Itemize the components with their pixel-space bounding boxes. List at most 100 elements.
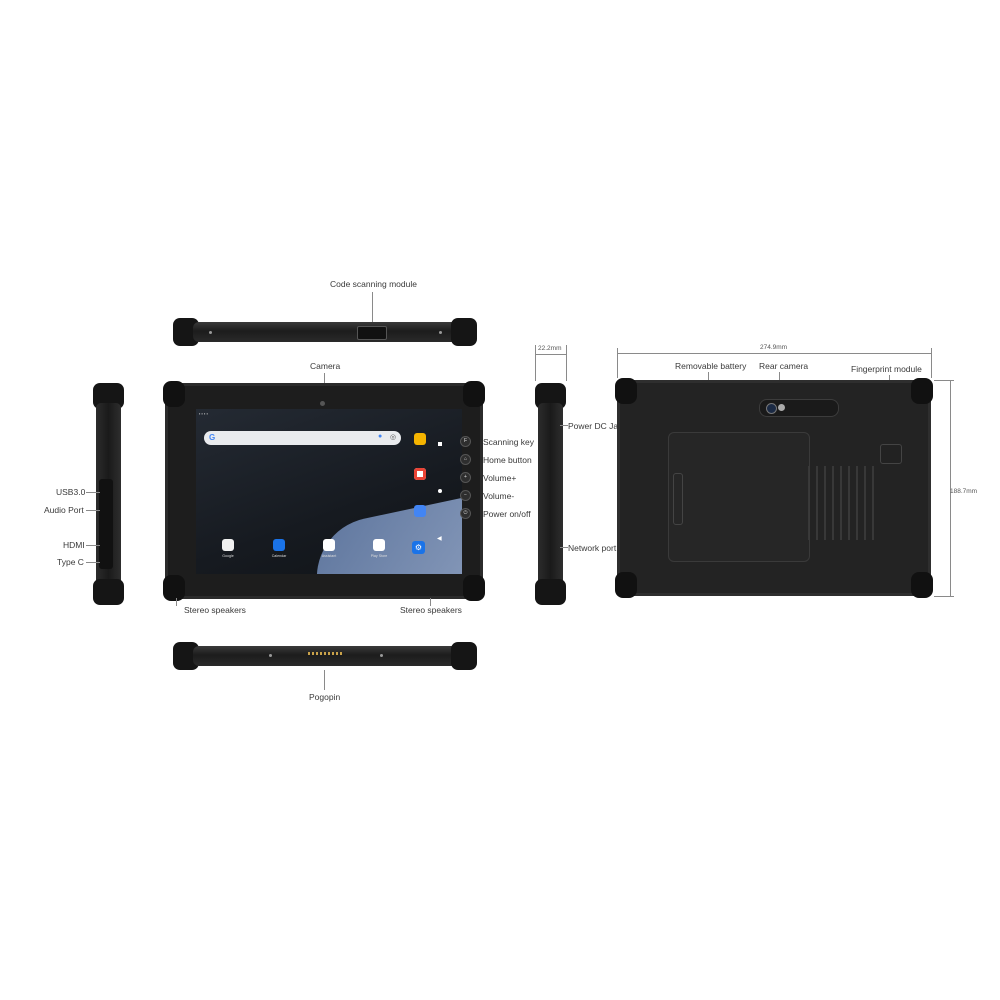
status-bar: ▪ ▪ ▪ ▪	[199, 411, 209, 416]
rear-camera-module	[759, 399, 839, 417]
wallpaper-wave	[305, 489, 462, 574]
front-corner-bl	[163, 575, 185, 601]
mic-icon[interactable]: ●	[378, 433, 383, 440]
label-power-on-off: Power on/off	[483, 509, 531, 519]
google-g-icon: G	[209, 433, 216, 442]
dim-height-tick-bottom	[934, 596, 954, 597]
dim-width-line	[617, 353, 931, 354]
leader-stereo-right	[430, 598, 431, 606]
leader-power-dc-jack	[560, 425, 568, 426]
back-corner-tl	[615, 378, 637, 404]
label-usb30: USB3.0	[56, 487, 86, 497]
app-google-label: Google	[222, 554, 234, 558]
front-corner-br	[463, 575, 485, 601]
leader-removable-battery	[708, 372, 709, 386]
leader-stereo-left	[176, 598, 177, 606]
leader-network-port	[560, 547, 568, 548]
app-assistant-icon[interactable]	[323, 539, 335, 551]
bottom-bumper-right	[451, 642, 477, 670]
app-google-icon[interactable]	[222, 539, 234, 551]
tablet-left-side-view	[93, 383, 124, 605]
bottom-screw-left	[269, 654, 272, 657]
back-corner-bl	[615, 572, 637, 598]
label-scanning-key: Scanning key	[483, 437, 535, 447]
scanning-key-button[interactable]: F	[460, 436, 471, 447]
leader-audio-port	[86, 510, 100, 511]
label-audio-port: Audio Port	[44, 505, 84, 515]
bottom-body	[193, 646, 457, 666]
label-network-port: Network port	[568, 543, 617, 553]
back-grip-pattern	[808, 466, 880, 540]
dim-thickness: 22.2mm	[538, 345, 562, 352]
google-search-bar[interactable]: G ● ◎	[204, 431, 401, 445]
tablet-bottom-view	[173, 642, 477, 670]
app-play-store-label: Play Store	[370, 554, 388, 558]
label-power-dc-jack: Power DC Jack	[568, 421, 627, 431]
label-home-button: Home button	[483, 455, 532, 465]
dim-height-line	[950, 380, 951, 596]
tablet-top-view	[173, 318, 477, 346]
pogopin-contacts	[308, 652, 342, 655]
port-cover	[99, 479, 113, 569]
dim-height: 188.7mm	[950, 488, 978, 495]
dock-right-app-2[interactable]	[414, 468, 426, 480]
label-camera: Camera	[310, 361, 341, 371]
leader-pogopin	[324, 670, 325, 690]
back-corner-br	[911, 572, 933, 598]
label-stereo-speakers-left: Stereo speakers	[184, 605, 246, 615]
dim-thickness-line	[535, 354, 567, 355]
leader-type-c	[86, 562, 100, 563]
removable-battery[interactable]	[668, 432, 810, 562]
right-side-body	[538, 403, 563, 585]
front-corner-tl	[163, 381, 185, 407]
top-bumper-right	[451, 318, 477, 346]
app-calendar-icon[interactable]	[273, 539, 285, 551]
front-corner-tr	[463, 381, 485, 407]
label-stereo-speakers-right: Stereo speakers	[400, 605, 462, 615]
app-play-store-icon[interactable]	[373, 539, 385, 551]
dim-height-tick-top	[934, 380, 954, 381]
dim-width-tick-right	[931, 348, 932, 378]
home-button[interactable]: ⌂	[460, 454, 471, 465]
top-screw-right	[439, 331, 442, 334]
dim-thickness-tick-left	[535, 345, 536, 381]
rear-camera-icon	[766, 403, 777, 414]
label-fingerprint-module: Fingerprint module	[851, 364, 922, 374]
dim-width-tick-left	[617, 348, 618, 378]
nav-recents-icon[interactable]	[438, 442, 442, 446]
top-screw-left	[209, 331, 212, 334]
label-pogopin: Pogopin	[309, 692, 341, 702]
dock-right-app-3[interactable]	[414, 505, 426, 517]
nav-home-icon[interactable]	[438, 489, 442, 493]
label-code-scanning-module: Code scanning module	[330, 279, 417, 289]
dim-thickness-tick-right	[566, 345, 567, 381]
label-rear-camera: Rear camera	[759, 361, 809, 371]
code-scanning-window	[357, 326, 387, 340]
leader-usb30	[86, 492, 100, 493]
leader-code-scanning	[372, 292, 373, 322]
dock-settings-app[interactable]: ⚙	[412, 541, 425, 554]
right-side-bumper-bottom	[535, 579, 566, 605]
tablet-screen: ▪ ▪ ▪ ▪ G ● ◎ ◀ ⚙ Google Calendar Assist…	[196, 409, 462, 574]
label-removable-battery: Removable battery	[675, 361, 747, 371]
power-button[interactable]: ⏻	[460, 508, 471, 519]
top-body	[193, 322, 457, 342]
label-hdmi: HDMI	[63, 540, 85, 550]
battery-latch[interactable]	[673, 473, 683, 525]
back-corner-tr	[911, 378, 933, 404]
volume-up-button[interactable]: +	[460, 472, 471, 483]
left-side-bumper-bottom	[93, 579, 124, 605]
app-calendar-label: Calendar	[271, 554, 287, 558]
dock-right-app-1[interactable]	[414, 433, 426, 445]
nav-back-icon[interactable]: ◀	[437, 536, 442, 542]
label-volume-minus: Volume-	[483, 491, 515, 501]
fingerprint-sensor[interactable]	[880, 444, 902, 464]
bottom-screw-right	[380, 654, 383, 657]
volume-down-button[interactable]: −	[460, 490, 471, 501]
leader-hdmi	[86, 545, 100, 546]
flash-icon	[778, 404, 785, 411]
front-camera-icon	[320, 401, 325, 406]
tablet-right-side-view	[535, 383, 566, 605]
lens-icon[interactable]: ◎	[390, 434, 397, 441]
dim-width: 274.9mm	[760, 344, 788, 351]
